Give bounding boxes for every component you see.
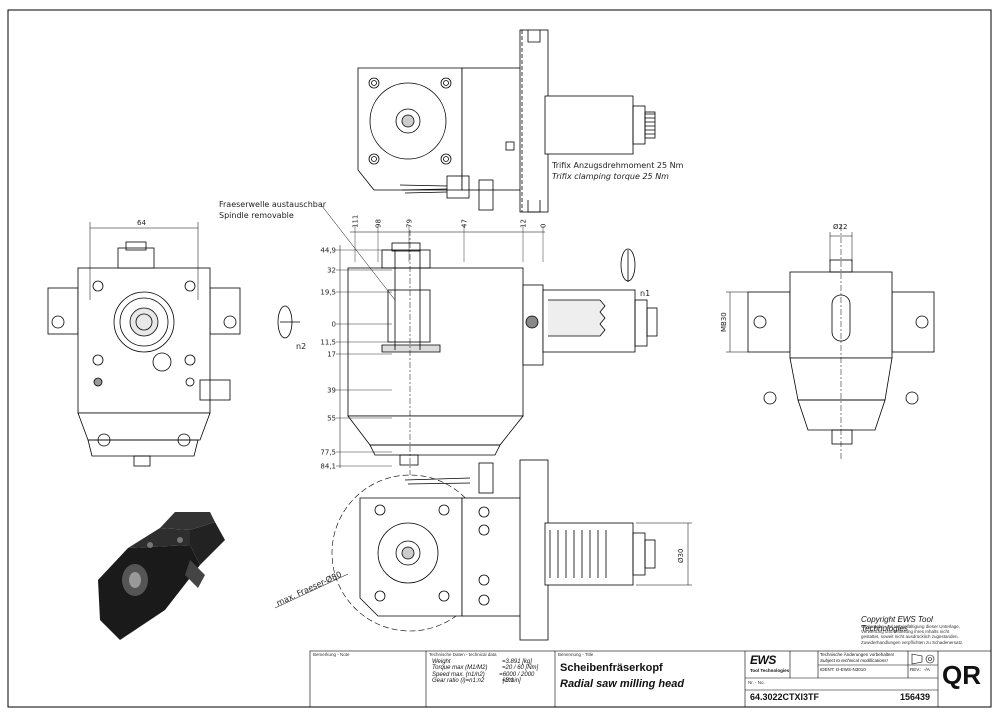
vertical-dimension-label: 39 — [327, 387, 336, 395]
ews-logo: EWS — [750, 653, 776, 667]
copyright-line: gestattet, soweit nicht ausdrücklich zug… — [861, 634, 959, 640]
horizontal-dimension-label: 0 — [540, 224, 548, 228]
vertical-dimension-label: 17 — [327, 351, 336, 359]
vertical-dimension-label: 44,9 — [320, 247, 336, 255]
max-cutter-text: max. Fraeser-Ø80 — [275, 569, 343, 608]
title-label: Benennung - Title — [558, 652, 594, 657]
torque-label: Torque max (M1/M2) — [432, 665, 488, 672]
tech-data-label: Technische Daten - technical data — [429, 652, 497, 657]
number-label: Nr. - No. — [748, 680, 765, 685]
weight-label: Weight — [432, 659, 451, 665]
ews-logo-sub: Tool Technologies — [750, 668, 790, 673]
title-de: Scheibenfräserkopf — [560, 662, 663, 674]
horizontal-dimension-label: 12 — [520, 219, 528, 228]
ident-value: D-EWS-N3010 — [836, 667, 866, 672]
change-note-en: Subject to technical modifications! — [820, 658, 888, 663]
right-view — [747, 225, 935, 460]
spindle-note-en: Spindle removable — [219, 211, 294, 220]
gear-value: 3:1 — [505, 677, 514, 684]
n2-label: n2 — [296, 342, 306, 351]
ident-label: IDENT: — [820, 667, 835, 672]
bottom-dia-dim-text: Ø30 — [677, 549, 685, 563]
part-number: 64.3022CTXI3TF — [750, 692, 820, 702]
left-width-dimension — [89, 222, 199, 300]
horizontal-dimension-label: 98 — [375, 219, 383, 228]
left-view — [47, 241, 241, 467]
change-note-de: Technische Änderungen vorbehalten! — [820, 652, 895, 657]
copyright-line: Zuwiderhandlungen verpflichten zu Schade… — [861, 639, 964, 645]
spindle-leader — [321, 205, 396, 301]
right-mb-dim-text: MB30 — [720, 312, 728, 332]
product-3d-render — [98, 512, 225, 640]
rev-value: -/A — [924, 667, 930, 672]
clamping-torque-note-en: Trifix clamping torque 25 Nm — [552, 172, 669, 181]
right-dia-dim-text: Ø22 — [833, 223, 847, 231]
weight-value: 3.891 [kg] — [505, 659, 532, 665]
vertical-dimension-label: 11,5 — [320, 339, 336, 347]
speed-label: Speed max. (n1/n2) — [432, 671, 485, 678]
vertical-dimensions: 44,9 32 19,5 0 11,5 17 39 55 77,5 84,1 — [320, 247, 392, 471]
rotation-symbol-n1 — [620, 248, 636, 282]
bottom-dimension — [274, 522, 692, 609]
vertical-dimension-label: 55 — [327, 415, 336, 423]
title-en: Radial saw milling head — [560, 678, 685, 690]
rotation-symbol-n2 — [277, 305, 300, 339]
vertical-dimension-label: 32 — [327, 267, 336, 275]
n1-label: n1 — [640, 289, 650, 298]
vertical-dimension-label: 19,5 — [320, 289, 336, 297]
copyright-lines: Weitergabe und Vervielfältigung dieser U… — [861, 624, 977, 645]
vertical-dimension-label: 0 — [332, 321, 336, 329]
speed-value: 6000 / 2000 [1/min] — [502, 671, 535, 684]
horizontal-dimension-label: 47 — [461, 219, 469, 228]
clamping-torque-note-de: Trifix Anzugsdrehmoment 25 Nm — [551, 161, 684, 170]
horizontal-dimension-label: 79 — [406, 219, 414, 228]
tech-data-list: Weight= 3.891 [kg] Torque max (M1/M2)= 2… — [432, 659, 552, 684]
projection-symbol-icon — [911, 653, 935, 665]
spindle-note-de: Fraeserwelle austauschbar — [219, 200, 327, 209]
drawing-number: 156439 — [900, 692, 931, 702]
vertical-dimension-label: 77,5 — [320, 449, 336, 457]
copyright-line: Verwertung und Mitteilung ihres Inhalts … — [861, 629, 950, 635]
torque-value: 20 / 60 [Nm] — [505, 665, 539, 672]
copyright-line: Weitergabe und Vervielfältigung dieser U… — [861, 624, 960, 629]
gear-label: Gear ratio (i)=n1:n2 — [432, 677, 485, 684]
title-block-grid — [309, 650, 992, 708]
qr-mark: QR — [942, 660, 981, 690]
horizontal-dimension-label: 111 — [352, 215, 360, 228]
front-view — [347, 230, 658, 475]
horizontal-dimensions: 111 98 79 47 12 0 — [352, 215, 548, 262]
left-width-dim-text: 64 — [137, 219, 146, 227]
right-dimensions — [726, 232, 853, 353]
copyright-title: Copyright EWS Tool Technologies — [861, 615, 933, 633]
remark-label: Bemerkung - Note — [313, 652, 350, 657]
rev-label: REV.: — [910, 667, 922, 672]
vertical-dimension-label: 84,1 — [320, 463, 336, 471]
bottom-view — [331, 459, 656, 641]
top-view — [357, 29, 656, 213]
